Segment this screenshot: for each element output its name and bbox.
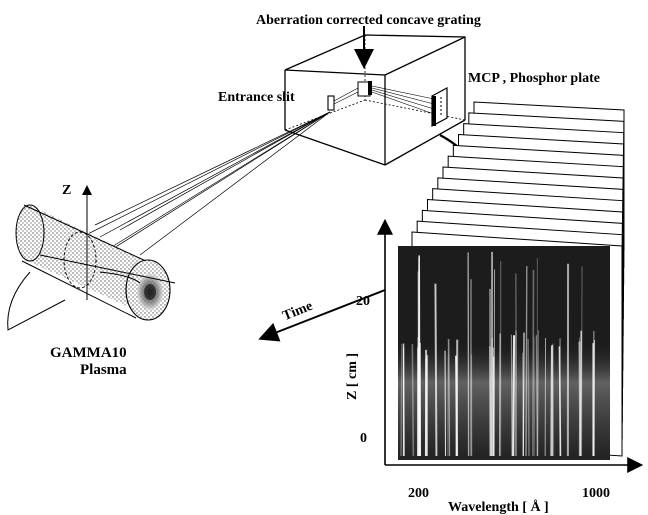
gamma10-label: GAMMA10 xyxy=(50,345,127,361)
emission-line xyxy=(447,339,451,457)
emission-line xyxy=(455,339,459,457)
spectrum-image xyxy=(398,246,610,460)
emission-line xyxy=(400,343,403,457)
emission-line xyxy=(533,336,536,457)
ytick-0: 0 xyxy=(360,431,367,446)
grating-label: Aberration corrected concave grating xyxy=(256,13,481,28)
x-axis-label: Wavelength [ Å ] xyxy=(448,499,549,515)
internal-rays xyxy=(333,85,435,115)
emission-line xyxy=(411,344,415,457)
emission-line xyxy=(498,333,501,457)
entrance-slit-label: Entrance slit xyxy=(218,90,295,105)
emission-line xyxy=(537,330,539,457)
y-axis-label: Z [ cm ] xyxy=(345,353,360,400)
spectral-lines xyxy=(400,251,596,457)
emission-line xyxy=(510,334,513,457)
emission-line xyxy=(580,266,583,457)
emission-line xyxy=(532,269,535,457)
mcp-label: MCP , Phosphor plate xyxy=(468,71,600,86)
xtick-200: 200 xyxy=(408,486,429,501)
time-arrow xyxy=(258,289,386,342)
sightlines xyxy=(69,111,331,261)
emission-line xyxy=(525,266,528,457)
mcp-phosphor-plate xyxy=(431,87,448,127)
spectrum-axes xyxy=(377,218,644,473)
concave-grating xyxy=(357,81,372,97)
emission-line xyxy=(434,283,438,457)
emission-line xyxy=(578,337,581,457)
ytick-20: 20 xyxy=(356,294,370,309)
emission-line xyxy=(512,335,516,457)
emission-line xyxy=(535,335,539,457)
plasma-label: Plasma xyxy=(80,362,127,378)
emission-line xyxy=(578,341,582,457)
entrance-slit xyxy=(327,95,335,111)
spectrometer-box xyxy=(284,34,466,166)
z-axis-label: Z xyxy=(62,183,71,198)
emission-line xyxy=(527,338,530,457)
emission-line xyxy=(490,337,494,457)
emission-line xyxy=(446,353,449,457)
emission-line xyxy=(522,332,525,457)
plasma-cylinder xyxy=(15,204,171,321)
xtick-1000: 1000 xyxy=(582,486,610,501)
emission-line xyxy=(552,343,555,457)
plasma-axes xyxy=(7,185,176,331)
